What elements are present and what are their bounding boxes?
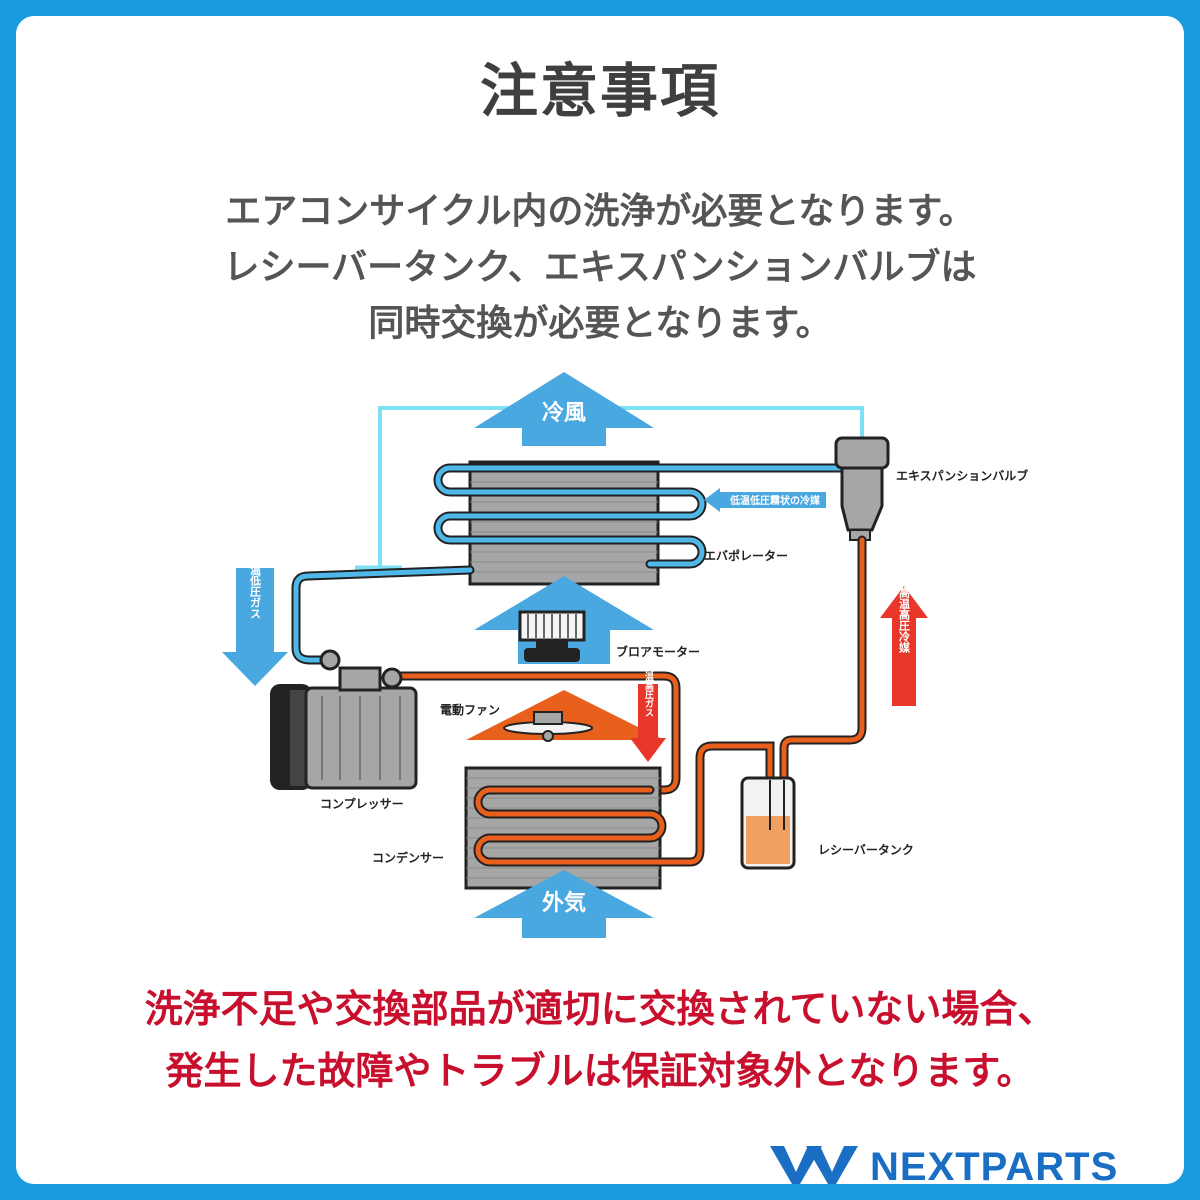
high-pressure-gas-arrow: 高温高圧ガス	[630, 662, 666, 762]
blower-motor-label: ブロアモーター	[616, 644, 700, 659]
logo-mark-left	[770, 1146, 822, 1184]
warning-line-2: 発生した故障やトラブルは保証対象外となります。	[165, 1049, 1035, 1093]
cold-air-label: 冷風	[542, 400, 586, 426]
intro-text: エアコンサイクル内の洗浄が必要となります。 レシーバータンク、エキスパンションバ…	[16, 184, 1184, 352]
high-pressure-gas-label: 高温高圧ガス	[643, 662, 654, 717]
outside-air-label: 外気	[542, 890, 586, 916]
electric-fan	[503, 711, 593, 742]
high-pressure-refrigerant-arrow: 高温高圧冷媒	[880, 586, 928, 706]
cold-air-arrow: 冷風	[474, 372, 654, 446]
compressor	[270, 649, 418, 790]
mist-refrigerant-arrow: 低温低圧霧状の冷媒	[704, 488, 826, 512]
low-pressure-gas-label: 低温低圧ガス	[249, 552, 263, 619]
low-pressure-gas-arrow: 低温低圧ガス	[222, 552, 288, 686]
liquid-pipe	[779, 535, 867, 817]
electric-fan-label: 電動ファン	[440, 702, 500, 717]
intro-line-3: 同時交換が必要となります。	[368, 303, 832, 344]
expansion-valve	[834, 436, 890, 541]
compressor-label: コンプレッサー	[320, 796, 404, 811]
condenser-label: コンデンサー	[372, 850, 444, 865]
ac-cycle-diagram: 冷風 エキスパンションバルブ 低温低圧霧状の冷媒 エバポレーター	[222, 372, 1028, 938]
receiver-tank	[740, 776, 796, 870]
outside-air-arrow: 外気	[474, 870, 654, 938]
intro-line-1: エアコンサイクル内の洗浄が必要となります。	[225, 191, 975, 232]
condenser	[464, 741, 775, 890]
warning-text: 洗浄不足や交換部品が適切に交換されていない場合、 発生した故障やトラブルは保証対…	[16, 978, 1184, 1102]
notice-card: 注意事項 エアコンサイクル内の洗浄が必要となります。 レシーバータンク、エキスパ…	[16, 16, 1184, 1184]
logo-mark-right	[806, 1146, 858, 1184]
intro-line-2: レシーバータンク、エキスパンションバルブは	[223, 247, 977, 288]
receiver-tank-label: レシーバータンク	[818, 843, 914, 857]
suction-pipe	[291, 565, 475, 665]
blower-motor	[518, 610, 586, 662]
brand-name: NEXTPARTS	[870, 1145, 1118, 1184]
mist-refrigerant-label: 低温低圧霧状の冷媒	[729, 494, 821, 507]
expansion-valve-label: エキスパンションバルブ	[896, 468, 1028, 483]
high-pressure-refrigerant-label: 高温高圧冷媒	[898, 586, 912, 654]
evaporator	[433, 460, 855, 586]
warning-line-1: 洗浄不足や交換部品が適切に交換されていない場合、	[144, 987, 1056, 1031]
nextparts-logo: NEXTPARTS	[770, 1145, 1118, 1184]
evaporator-label: エバポレーター	[704, 548, 788, 563]
page-title: 注意事項	[479, 57, 720, 125]
